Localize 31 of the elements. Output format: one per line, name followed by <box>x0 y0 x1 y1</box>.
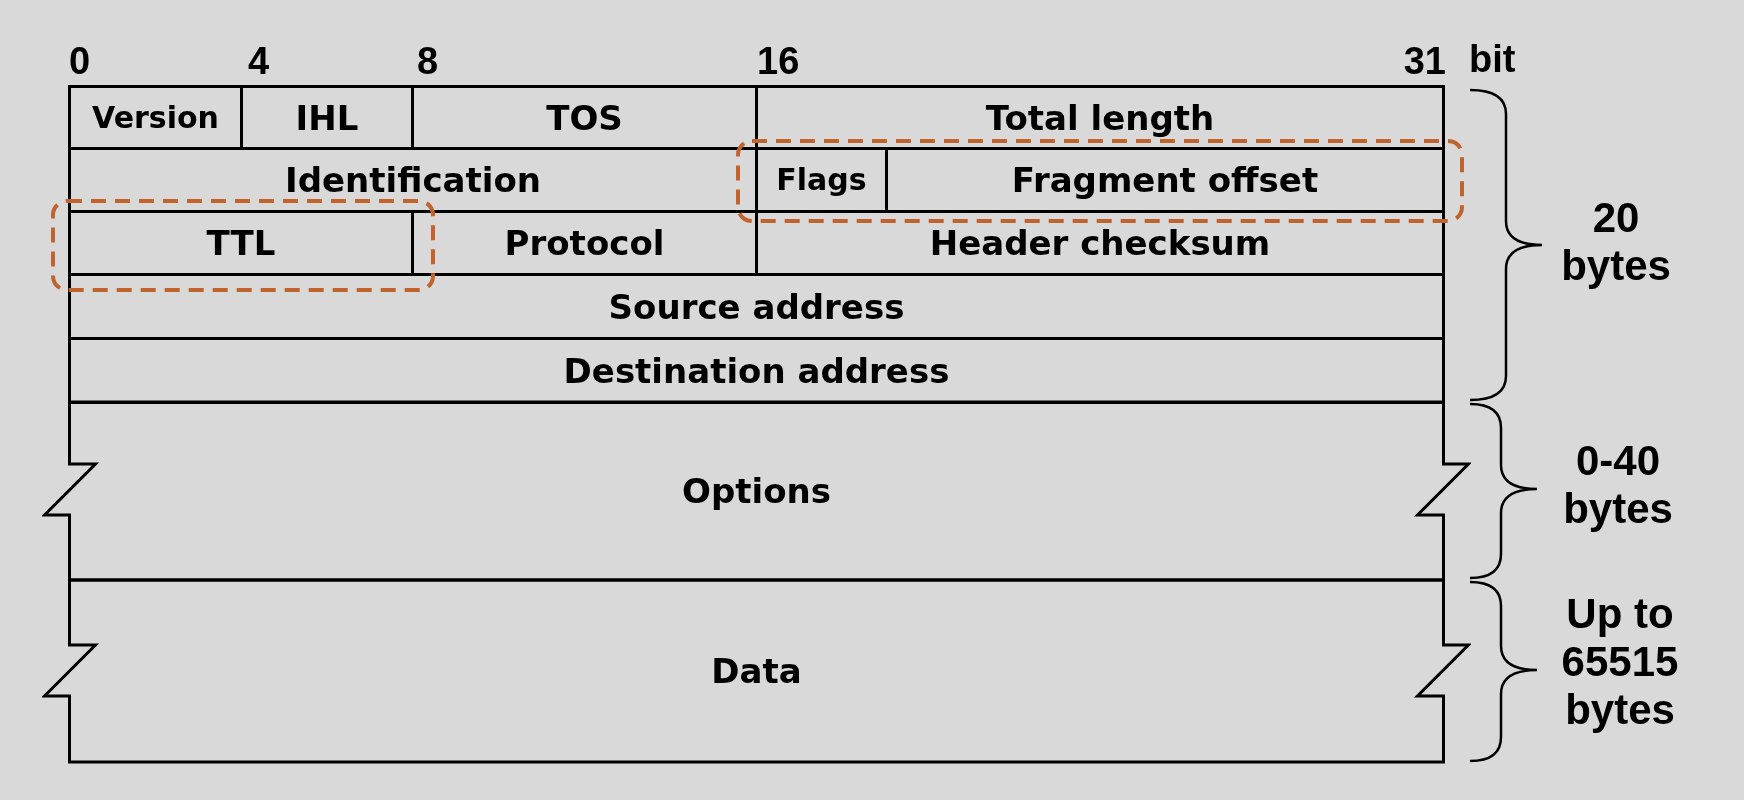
header-field <box>755 85 1445 150</box>
variable-length-field <box>42 578 1471 764</box>
field-name: Protocol <box>504 226 665 260</box>
field-name: Fragment offset <box>1011 163 1319 197</box>
bit-number: 0 <box>69 42 91 80</box>
field-name: Version <box>92 102 219 133</box>
bit-number: 4 <box>248 42 270 80</box>
bit-number: 8 <box>417 42 439 80</box>
dashed-highlight-frame <box>736 139 1464 223</box>
field-name: Flags <box>776 165 867 195</box>
field-name: Data <box>711 654 802 688</box>
field-name: TTL <box>206 226 276 260</box>
field-name: Destination address <box>563 353 950 388</box>
field-name: TOS <box>546 100 623 135</box>
field-name: Identification <box>285 163 541 197</box>
dashed-highlight-frame <box>51 199 435 292</box>
field-name: Options <box>682 474 831 508</box>
bit-number: 31 <box>1403 42 1446 80</box>
size-label: 20 bytes <box>1560 194 1672 290</box>
field-name: Header checksum <box>929 226 1271 260</box>
bit-number: 16 <box>757 42 800 80</box>
header-field <box>68 337 1445 404</box>
variable-length-field <box>42 400 1471 582</box>
size-label: 0-40 bytes <box>1562 437 1674 533</box>
unit-label: bit <box>1469 40 1516 78</box>
field-name: Source address <box>608 289 905 324</box>
field-name: Total length <box>985 100 1215 135</box>
header-field <box>68 85 243 150</box>
header-field <box>68 273 1445 340</box>
size-label: Up to 65515 bytes <box>1560 590 1680 734</box>
field-name: IHL <box>295 100 359 135</box>
